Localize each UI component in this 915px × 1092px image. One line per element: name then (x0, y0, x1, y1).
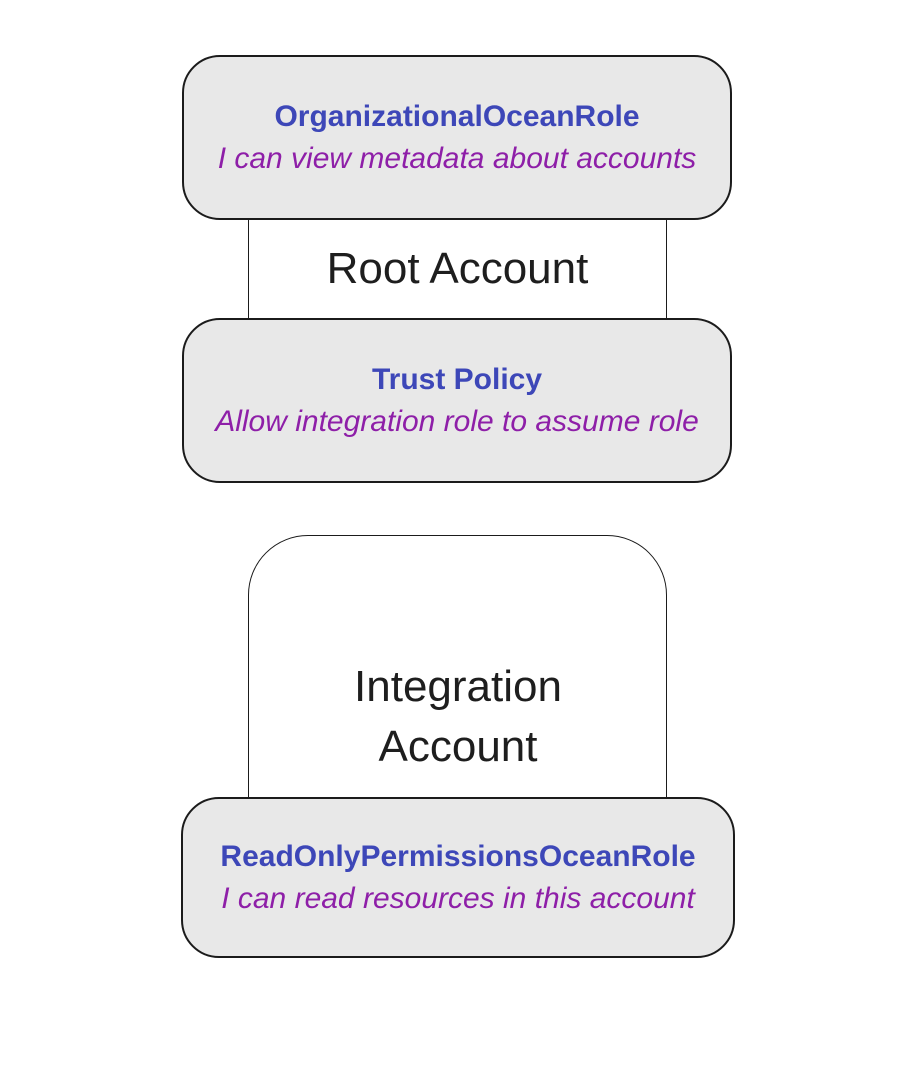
trust-policy-description: Allow integration role to assume role (215, 404, 699, 438)
organizational-ocean-role-title: OrganizationalOceanRole (274, 99, 640, 133)
organizational-ocean-role-description: I can view metadata about accounts (217, 141, 697, 175)
readonly-permissions-ocean-role-title: ReadOnlyPermissionsOceanRole (220, 839, 696, 873)
organizational-ocean-role-node: OrganizationalOceanRole I can view metad… (182, 55, 732, 220)
integration-account-label: Integration Account (354, 662, 562, 771)
trust-policy-node: Trust Policy Allow integration role to a… (182, 318, 732, 483)
root-account-label: Root Account (326, 244, 589, 293)
trust-policy-title: Trust Policy (371, 362, 543, 396)
readonly-permissions-ocean-role-description: I can read resources in this account (221, 881, 695, 915)
readonly-permissions-ocean-role-node: ReadOnlyPermissionsOceanRole I can read … (181, 797, 735, 958)
